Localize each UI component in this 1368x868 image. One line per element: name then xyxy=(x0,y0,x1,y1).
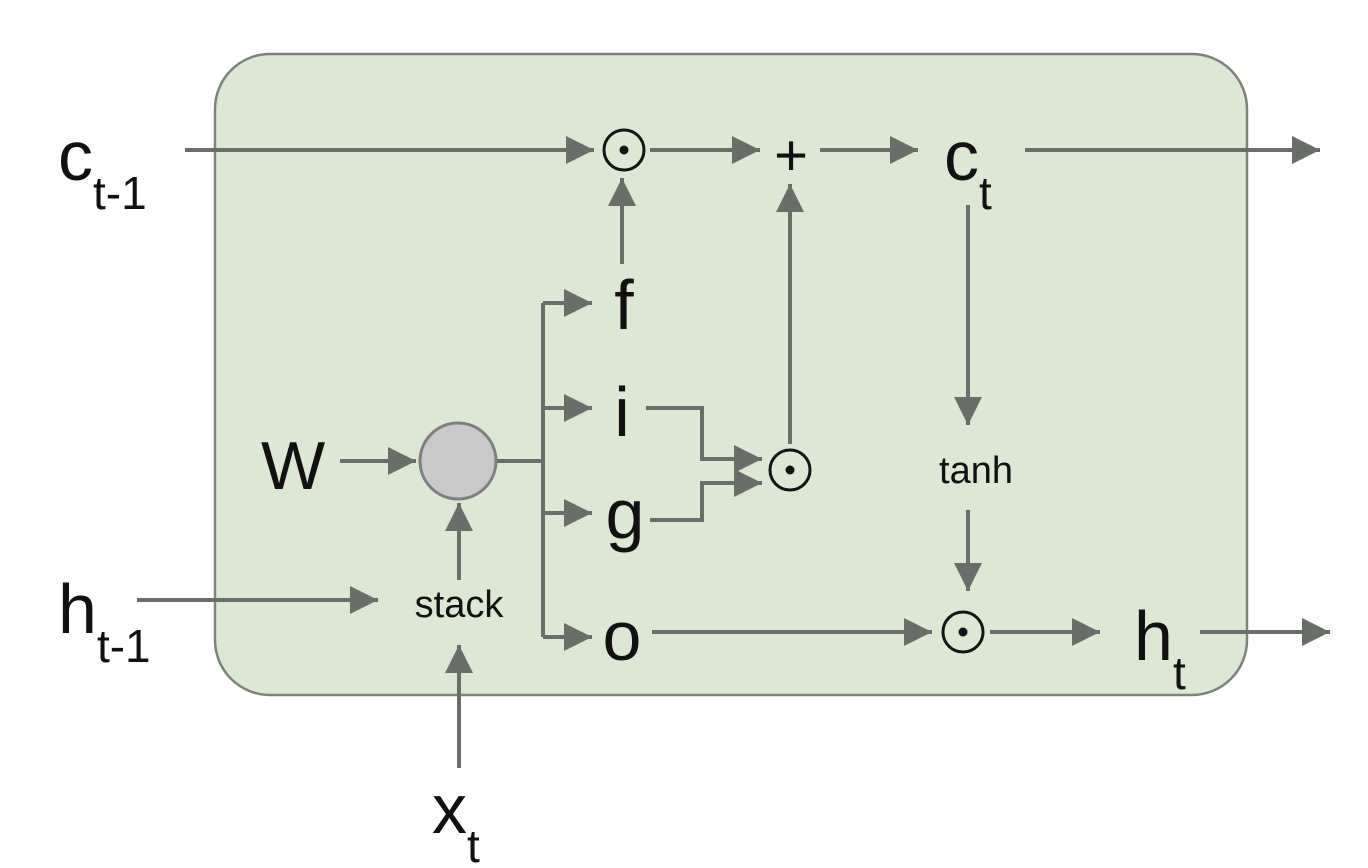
label-tanh-op: tanh xyxy=(939,450,1013,492)
stack-combine-node xyxy=(418,421,498,501)
cell-body xyxy=(213,52,1249,697)
arrow-i-to-multiply xyxy=(646,406,762,473)
label-weights: W xyxy=(261,428,326,504)
label-stack-op: stack xyxy=(414,584,504,626)
add-op: + xyxy=(774,123,808,188)
label-h-out: ht xyxy=(1134,601,1186,696)
arrow-g-to-multiply xyxy=(650,469,762,522)
label-h-prev-sub: t-1 xyxy=(96,619,151,672)
label-c-out-sub: t xyxy=(979,166,992,219)
label-c-prev: ct-1 xyxy=(58,121,147,216)
label-h-out-base: h xyxy=(1134,597,1173,675)
label-c-out: ct xyxy=(944,121,992,216)
elementwise-multiply-input-icon xyxy=(768,448,812,492)
label-h-prev-base: h xyxy=(58,570,97,648)
label-x-input-base: x xyxy=(432,770,467,848)
label-gate-i: i xyxy=(614,373,630,451)
label-gate-g: g xyxy=(605,475,645,553)
label-x-input-sub: t xyxy=(467,819,480,868)
elementwise-multiply-output-icon xyxy=(941,610,985,654)
label-c-prev-sub: t-1 xyxy=(93,166,147,219)
label-gate-o: o xyxy=(602,597,642,675)
elementwise-multiply-forget-icon xyxy=(602,128,646,172)
label-gate-f: f xyxy=(614,266,634,344)
label-h-prev: ht-1 xyxy=(58,574,151,669)
label-x-input: xt xyxy=(432,774,480,868)
label-h-out-sub: t xyxy=(1172,646,1186,699)
label-c-prev-base: c xyxy=(58,117,93,195)
label-c-out-base: c xyxy=(944,117,979,195)
